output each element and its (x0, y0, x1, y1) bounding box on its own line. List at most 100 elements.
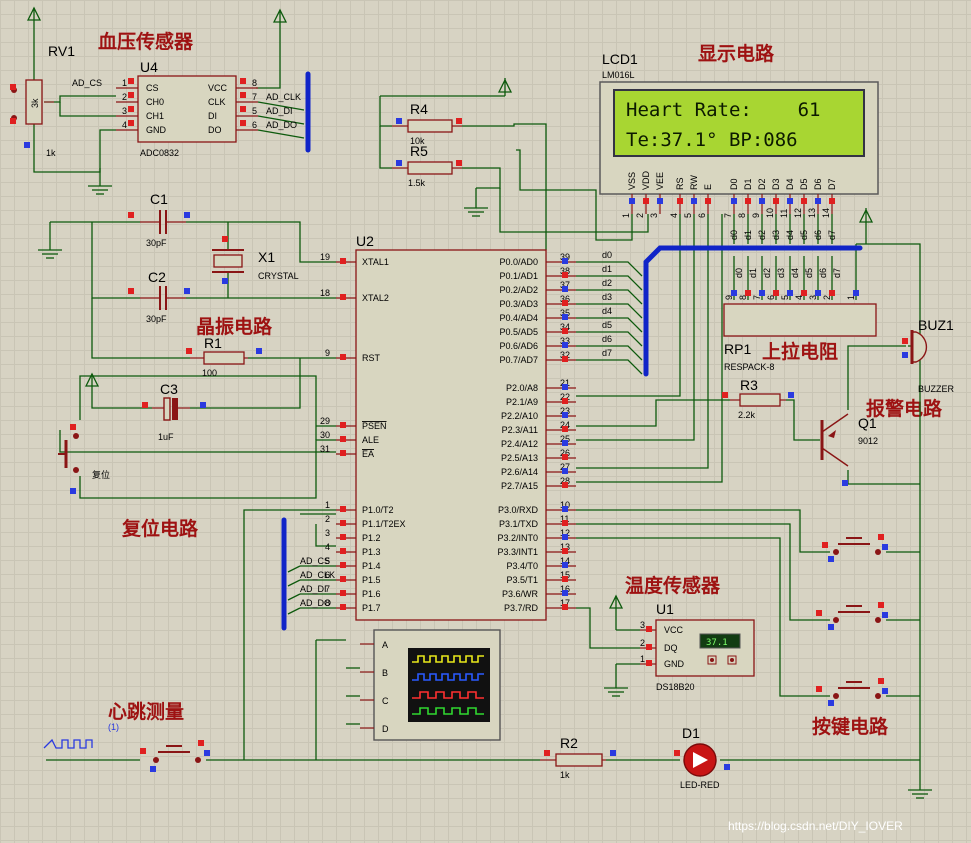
u4-pin-name: CS (146, 83, 159, 93)
lcd-pin-marker (745, 198, 751, 204)
u2-pin-marker (340, 562, 346, 568)
pulse-generator[interactable]: (1) (43, 722, 119, 749)
lcd1-display[interactable]: LCD1 LM016L Heart Rate: 61 Te:37.1° BP:0… (599, 51, 879, 240)
key-button-2[interactable] (816, 602, 888, 630)
p0-net-label: d0 (602, 250, 612, 260)
lcd-pin-name: D7 (827, 178, 837, 190)
lcd-data-net: d3 (771, 230, 781, 240)
u2-pin-name: XTAL1 (362, 257, 389, 267)
u1-pin-num: 1 (640, 654, 645, 664)
r1-resistor[interactable]: R1 100 (186, 335, 262, 378)
u4-net-clk: AD_CLK (266, 92, 301, 102)
u2-pin-name: P0.1/AD1 (499, 271, 538, 281)
u4-pin-num: 1 (122, 78, 127, 88)
lcd-pin-num: 14 (821, 208, 831, 218)
u2-pin-num: 21 (560, 378, 570, 388)
u2-pin-name: P0.2/AD2 (499, 285, 538, 295)
rp1-pin-marker (759, 290, 765, 296)
lcd-data-net: d4 (785, 230, 795, 240)
c2-value: 30pF (146, 314, 167, 324)
u2-pin-num: 15 (560, 570, 570, 580)
lcd-pin-marker (657, 198, 663, 204)
u2-pin-marker (562, 286, 568, 292)
r5-resistor[interactable]: R5 1.5k (392, 143, 462, 188)
reset-button[interactable]: 复位 (58, 424, 110, 494)
lcd-pin-num: 12 (793, 208, 803, 218)
u4-pin-num: 2 (122, 92, 127, 102)
r2-resistor[interactable]: R2 1k (540, 735, 616, 780)
rv1-ref: RV1 (48, 43, 75, 59)
u2-pin-marker (562, 272, 568, 278)
key-button-1[interactable] (822, 534, 888, 562)
u2-pin-marker (562, 328, 568, 334)
buz1-buzzer[interactable]: BUZ1 BUZZER (902, 317, 955, 394)
u2-pin-name: P1.2 (362, 533, 381, 543)
u2-pin-num: 12 (560, 528, 570, 538)
key-button-3[interactable] (816, 678, 888, 706)
lcd-data-net: d5 (799, 230, 809, 240)
x1-ref: X1 (258, 249, 275, 265)
p0-net-label: d4 (602, 306, 612, 316)
u2-pin-name: P2.4/A12 (501, 439, 538, 449)
lcd-pin-marker (759, 198, 765, 204)
lcd-pin-name: D1 (743, 178, 753, 190)
power-terminal-r4 (497, 78, 513, 96)
r4-ref: R4 (410, 101, 428, 117)
u4-pin-marker (128, 78, 134, 84)
p1-net-label: AD_CS (300, 556, 330, 566)
u4-pin-num: 7 (252, 92, 257, 102)
r1-value: 100 (202, 368, 217, 378)
r2-ref: R2 (560, 735, 578, 751)
lcd-pin-num: 3 (649, 213, 659, 218)
u2-pin-num: 16 (560, 584, 570, 594)
lcd-pin-marker (787, 198, 793, 204)
u2-pin-num: 27 (560, 462, 570, 472)
heartbeat-button[interactable] (140, 740, 210, 772)
watermark: https://blog.csdn.net/DIY_IOVER (728, 819, 903, 833)
rp1-pin-marker (773, 290, 779, 296)
rp1-pin-num: 7 (752, 295, 762, 300)
u2-pin-marker (562, 412, 568, 418)
c2-capacitor[interactable]: C2 30pF (128, 269, 190, 324)
r3-resistor[interactable]: R3 2.2k (722, 377, 794, 420)
c1-capacitor[interactable]: C1 30pF (128, 191, 190, 248)
c1-ref: C1 (150, 191, 168, 207)
lcd-pin-num: 8 (737, 213, 747, 218)
p1-net-label: AD_DO (300, 598, 331, 608)
lcd-pin-name: RW (689, 175, 699, 190)
r4-resistor[interactable]: R4 10k (392, 101, 462, 146)
q1-transistor[interactable]: Q1 9012 (820, 413, 878, 486)
lcd-pin-name: E (703, 184, 713, 190)
rp1-ref: RP1 (724, 341, 751, 357)
lcd1-line2: Te:37.1° BP:086 (626, 129, 798, 151)
lcd-pin-marker (705, 198, 711, 204)
lcd-pin-marker (629, 198, 635, 204)
r4-value: 10k (410, 136, 425, 146)
u2-pin-num: 19 (320, 252, 330, 262)
d1-led[interactable]: D1 LED-RED (674, 725, 730, 790)
u2-pin-marker (562, 398, 568, 404)
u2-pin-name: P1.6 (362, 589, 381, 599)
lcd-pin-marker (801, 198, 807, 204)
u2-pin-marker (562, 258, 568, 264)
u2-pin-num: 24 (560, 420, 570, 430)
rp1-pin-marker (829, 290, 835, 296)
u4-pin-marker (128, 120, 134, 126)
c3-capacitor[interactable]: C3 1uF (142, 381, 206, 442)
x1-crystal[interactable]: X1 CRYSTAL (212, 236, 299, 284)
u2-pin-name: P3.2/INT0 (497, 533, 538, 543)
u2-pin-num: 10 (560, 500, 570, 510)
u1-pin-marker (646, 660, 652, 666)
u2-pin-name: PSEN (362, 421, 387, 431)
u4-pin-marker (128, 92, 134, 98)
rp1-pin-num: 4 (794, 295, 804, 300)
p1-net-label: AD_CLK (300, 570, 335, 580)
rv1-potentiometer[interactable]: 3k RV1 1k (10, 43, 75, 158)
title-reset: 复位电路 (121, 517, 199, 540)
